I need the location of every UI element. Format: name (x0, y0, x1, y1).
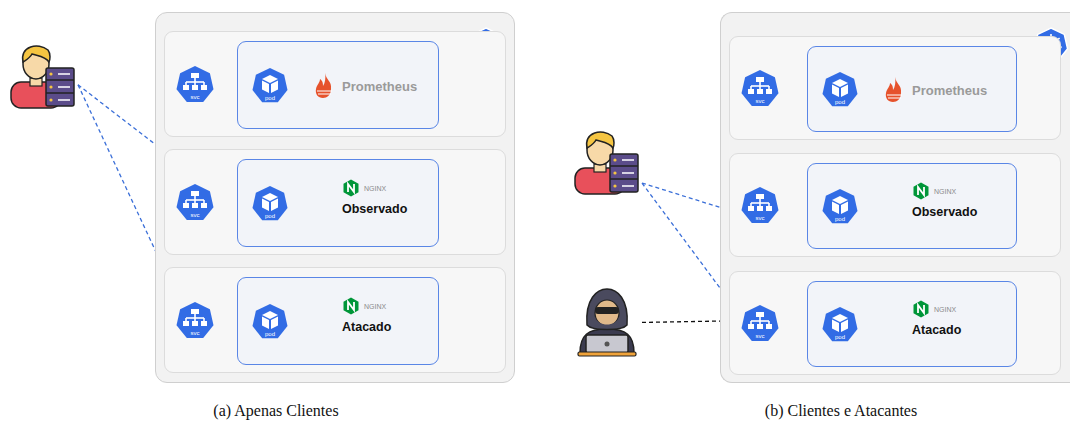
pod-role: Observado (342, 202, 407, 216)
icon-label: pod (265, 331, 275, 337)
pod-box: pod NGINX Observado (807, 163, 1017, 249)
icon-label: svc (756, 98, 765, 104)
request-arrow (642, 183, 729, 210)
icon-label: svc (756, 333, 765, 339)
nginx-logo (342, 179, 360, 197)
service-row: svc pod Prometheus (729, 36, 1061, 140)
service-row: svc pod NGINX Atacado (729, 271, 1061, 375)
pod-box: pod NGINX Atacado (807, 281, 1017, 367)
prometheus-logo (312, 71, 336, 101)
icon-label: pod (835, 216, 845, 222)
icon-label: svc (191, 330, 200, 336)
request-arrow (78, 85, 164, 269)
pod-box: pod Prometheus (807, 46, 1017, 132)
app-name: Prometheus (342, 79, 417, 94)
service-row: svc pod NGINX Observado (729, 153, 1061, 257)
client-icon (572, 124, 642, 196)
nginx-logo (912, 300, 930, 318)
pod-box: pod Prometheus (237, 41, 439, 129)
cluster-panel: (b) Clientes e AtacantessvcpodPrometheus… (720, 12, 1070, 383)
attacker-figure (572, 285, 642, 357)
client-figure (8, 38, 78, 110)
icon-label: pod (835, 334, 845, 340)
pod-box: pod NGINX Atacado (237, 277, 439, 365)
icon-label: pod (835, 99, 845, 105)
attacker-icon (572, 285, 642, 357)
service-row: svc pod Prometheus (164, 31, 506, 137)
pod-role: Atacado (342, 320, 391, 334)
request-arrow (642, 321, 729, 323)
client-icon (8, 38, 78, 110)
nginx-logo (342, 297, 360, 315)
client-figure (572, 124, 642, 196)
app-name: Prometheus (912, 83, 987, 98)
prometheus-logo (882, 75, 906, 105)
nginx-wordmark: NGINX (934, 306, 956, 313)
icon-label: svc (191, 212, 200, 218)
service-row: svc pod NGINX Atacado (164, 267, 506, 373)
pod-role: Observado (912, 205, 977, 219)
pod-role: Atacado (912, 323, 961, 337)
nginx-wordmark: NGINX (934, 188, 956, 195)
nginx-wordmark: NGINX (364, 303, 386, 310)
nginx-logo (912, 182, 930, 200)
request-arrow (642, 183, 729, 300)
icon-label: pod (265, 95, 275, 101)
request-arrow (78, 85, 164, 151)
panel-caption: (a) Apenas Clientes (213, 402, 338, 420)
service-row: svc pod NGINX Observado (164, 149, 506, 255)
icon-label: svc (191, 94, 200, 100)
icon-label: svc (756, 215, 765, 221)
panel-caption: (b) Clientes e Atacantes (765, 402, 917, 420)
pod-box: pod NGINX Observado (237, 159, 439, 247)
icon-label: pod (265, 213, 275, 219)
nginx-wordmark: NGINX (364, 185, 386, 192)
cluster-panel: (a) Apenas ClientessvcpodPrometheussvcpo… (155, 12, 515, 383)
